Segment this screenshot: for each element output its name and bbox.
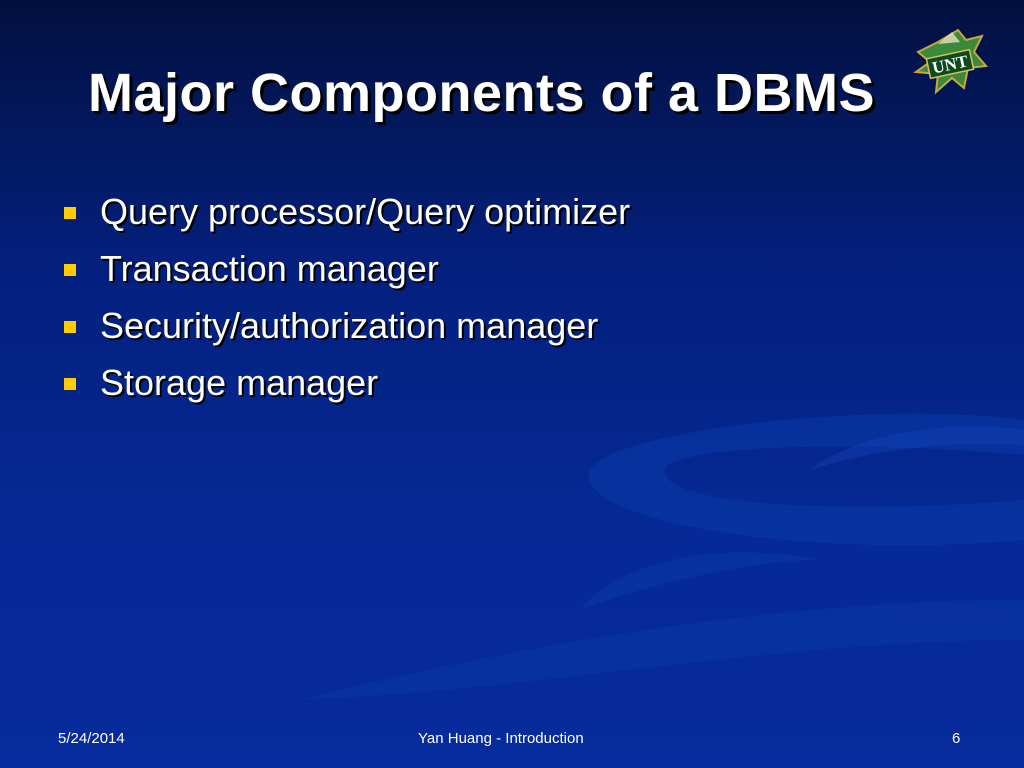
bullet-item: Security/authorization manager: [62, 300, 630, 357]
square-bullet-icon: [64, 378, 76, 390]
footer-date: 5/24/2014: [58, 730, 125, 747]
footer-title: Yan Huang - Introduction: [418, 730, 584, 747]
slide-title: Major Components of a DBMS: [88, 63, 876, 123]
bullet-text: Query processor/Query optimizer: [100, 191, 631, 232]
square-bullet-icon: [64, 321, 76, 333]
slide-number: 6: [952, 730, 961, 747]
square-bullet-icon: [64, 207, 76, 219]
bullet-item: Transaction manager: [62, 243, 630, 300]
bullet-text: Transaction manager: [100, 248, 439, 289]
bullet-text: Storage manager: [100, 362, 379, 403]
bullet-list: Query processor/Query optimizer Transact…: [62, 186, 630, 414]
bullet-item: Storage manager: [62, 357, 630, 414]
bullet-item: Query processor/Query optimizer: [62, 186, 630, 243]
unt-eagle-logo-icon: UNT: [908, 22, 990, 102]
square-bullet-icon: [64, 264, 76, 276]
bullet-text: Security/authorization manager: [100, 305, 599, 346]
